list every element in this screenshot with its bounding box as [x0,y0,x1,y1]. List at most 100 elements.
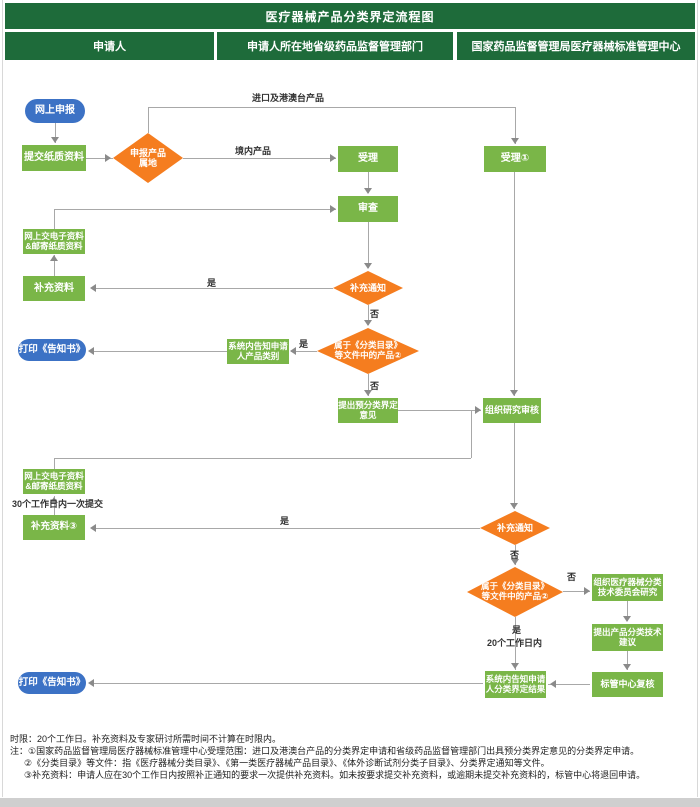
node-print-notice-1: 打印《告知书》 [18,339,86,361]
label-no-2: 否 [370,381,380,391]
connector-line [86,158,113,159]
node-product-origin: 申报产品 属地 [113,133,183,183]
label-no-4: 否 [567,572,577,582]
connector-line [627,651,628,670]
arrowhead-down-icon [364,263,372,269]
node-organize-research-review: 组织研究审核 [483,398,541,423]
node-print-notice-2: 打印《告知书》 [18,672,86,694]
node-notify-result: 系统内告知申请 人分类界定结果 [485,671,546,698]
arrowhead-down-icon [510,390,518,396]
node-in-catalog-1: 属于《分类目录》 等文件中的产品② [317,328,419,374]
page-title: 医疗器械产品分类界定流程图 [5,3,695,29]
node-supplement-notice-2: 补充通知 [480,511,550,545]
connector-line [291,351,317,352]
label-yes-2: 是 [299,339,309,349]
node-online-electronic-2: 网上交电子资料 &邮寄纸质资料 [23,469,85,494]
label-yes-1: 是 [207,278,217,288]
label-no-1: 否 [370,309,380,319]
connector-line [54,255,55,276]
connector-line [398,410,481,411]
connector-line [514,423,515,509]
arrowhead-down-icon [510,503,518,509]
arrowhead-up-icon [50,255,58,261]
node-submit-paper: 提交纸质资料 [22,145,86,171]
label-no-3: 否 [510,550,520,560]
node-tech-suggestion: 提出产品分类技术 建议 [592,624,663,651]
node-pre-classification-opinion: 提出预分类界定 意见 [338,398,398,423]
connector-line [514,172,515,396]
column-header-provincial: 申请人所在地省级药品监督管理部门 [217,32,453,60]
connector-line [368,222,369,268]
connector-line [548,684,590,685]
connector-line [148,107,515,108]
arrowhead-left-icon [90,524,96,532]
arrowhead-right-icon [330,205,336,213]
node-supplement-materials-1: 补充资料 [23,276,85,301]
column-header-nmpa-center: 国家药品监督管理局医疗器械标准管理中心 [457,32,695,60]
label-domestic-products: 境内产品 [235,146,272,156]
connector-line [515,617,516,670]
footnote-line: 时限：20个工作日。补充资料及专家研讨所需时间不计算在时限内。 [10,734,282,744]
arrowhead-left-icon [550,680,556,688]
footnote-line: ③补充资料：申请人应在30个工作日内按照补正通知的要求一次提供补充资料。如未按要… [24,770,646,780]
footnote-line: ②《分类目录》等文件：指《医疗器械分类目录》、《第一类医疗器械产品目录》、《体外… [24,758,550,768]
footnotes: 时限：20个工作日。补充资料及专家研讨所需时间不计算在时限内。注：①国家药品监督… [10,733,694,781]
label-yes-4: 是 [512,625,522,635]
connector-line [54,209,336,210]
connector-line [54,209,55,229]
node-center-recheck: 标管中心复核 [592,672,663,697]
node-review: 审查 [338,196,398,222]
label-30-days: 30个工作日内一次提交 [12,499,104,509]
column-header-applicant: 申请人 [5,32,214,60]
arrowhead-down-icon [511,138,519,144]
connector-line [515,107,516,144]
node-organize-committee: 组织医疗器械分类 技术委员会研究 [592,574,663,601]
connector-line [471,410,472,458]
arrowhead-down-icon [364,390,372,396]
arrowhead-left-icon [290,347,296,355]
label-yes-3: 是 [280,516,290,526]
arrowhead-right-icon [584,587,590,595]
arrowhead-right-icon [475,406,481,414]
arrowhead-right-icon [330,154,336,162]
arrowhead-right-icon [105,154,111,162]
connector-line [90,351,227,352]
footnote-line: 注：①国家药品监督管理局医疗器械标准管理中心受理范围：进口及港澳台产品的分类界定… [10,746,640,756]
bottom-scrollbar-strip [0,798,700,807]
connector-line [515,545,516,565]
arrowhead-down-icon [364,320,372,326]
arrowhead-down-icon [623,616,631,622]
connector-line [183,158,336,159]
node-supplement-notice-1: 补充通知 [333,271,403,305]
node-online-electronic-1: 网上交电子资料 &邮寄纸质资料 [23,229,85,254]
connector-line [627,601,628,621]
arrowhead-down-icon [511,663,519,669]
connector-line [368,374,369,396]
arrowhead-up-icon [50,497,58,503]
node-online-declare: 网上申报 [25,99,85,123]
connector-line [563,591,590,592]
label-imported-products: 进口及港澳台产品 [252,93,325,103]
node-in-catalog-2: 属于《分类目录》 等文件中的产品② [467,567,563,617]
node-notify-category: 系统内告知申请 人产品类别 [227,339,289,364]
connector-line [368,305,369,325]
connector-line [92,288,333,289]
connector-line [55,123,56,143]
arrowhead-down-icon [364,188,372,194]
arrowhead-down-icon [511,559,519,565]
label-20-days: 20个工作日内 [487,638,543,648]
arrowhead-down-icon [623,664,631,670]
arrowhead-left-icon [90,284,96,292]
connector-line [54,496,55,515]
connector-line [368,172,369,193]
arrowhead-left-icon [88,679,94,687]
connector-line [54,458,55,469]
connector-line [90,683,483,684]
connector-line [92,528,480,529]
connector-line [54,458,471,459]
node-accept-provincial: 受理 [338,146,398,172]
arrowhead-left-icon [88,347,94,355]
node-supplement-materials-2: 补充资料③ [23,515,85,540]
